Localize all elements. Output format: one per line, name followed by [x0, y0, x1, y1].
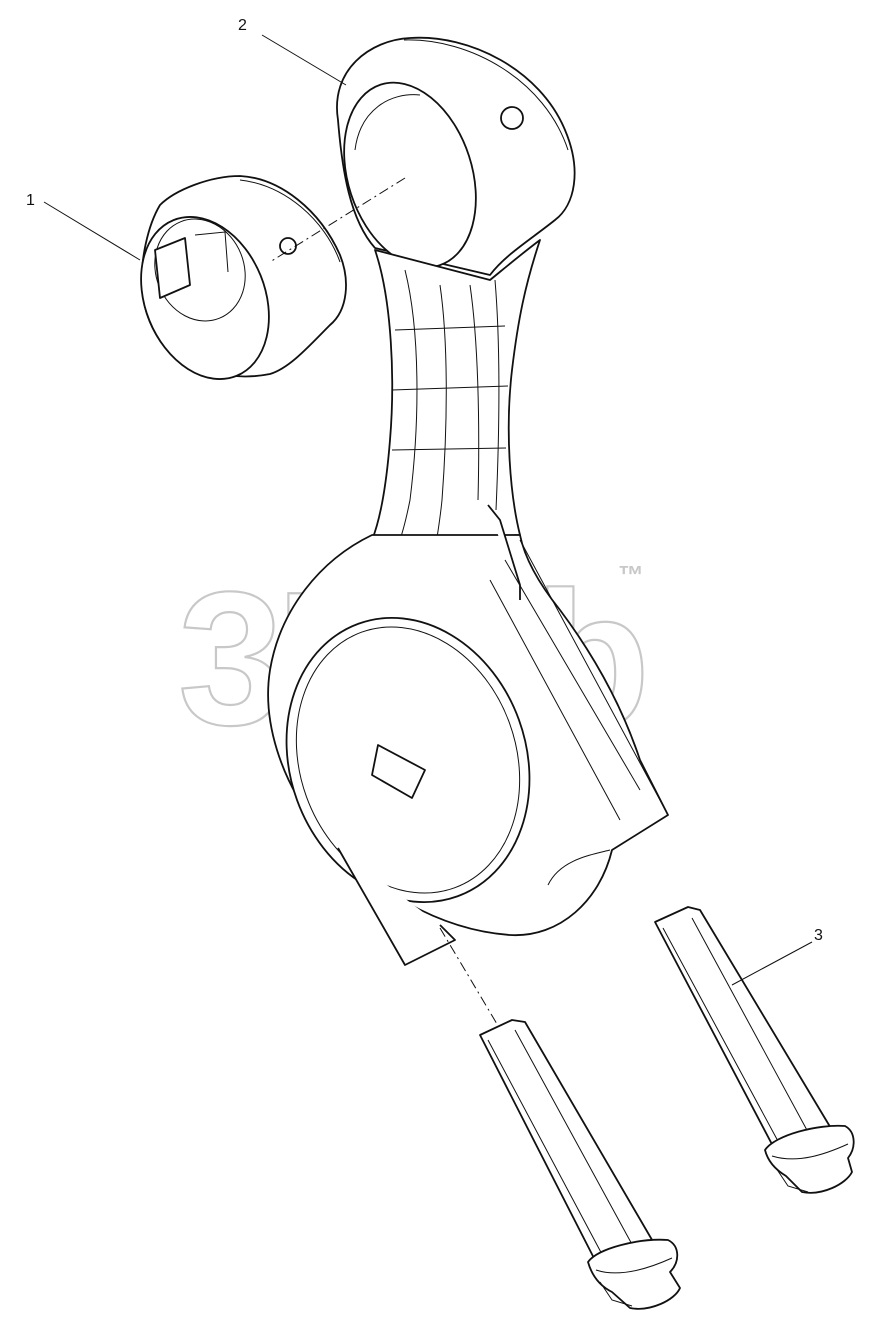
centerline-bolt — [439, 927, 498, 1025]
leader-line-3 — [731, 941, 813, 986]
leader-line-1 — [43, 201, 141, 261]
bushing — [140, 175, 347, 380]
connecting-rod — [267, 36, 669, 966]
bolt-right — [654, 906, 855, 1194]
callout-2: 2 — [238, 17, 247, 34]
callout-3: 3 — [814, 927, 823, 944]
watermark-trademark: ™ — [618, 560, 644, 590]
callout-1: 1 — [26, 192, 35, 209]
bolt-left — [479, 1019, 681, 1310]
centerline-bushing — [269, 177, 406, 263]
leader-line-2 — [261, 34, 347, 86]
